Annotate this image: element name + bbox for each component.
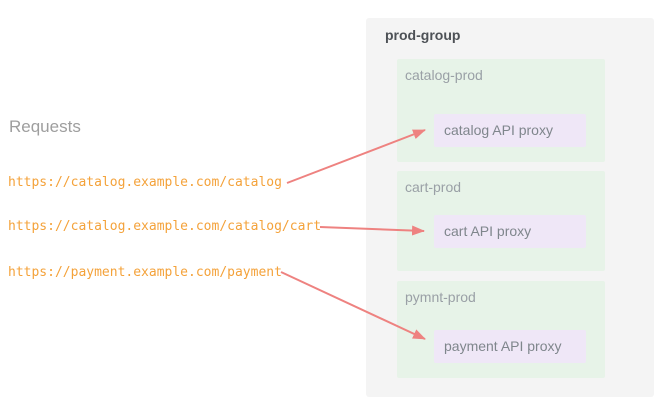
environment-box-pymnt-prod: pymnt-prod payment API proxy: [397, 281, 605, 378]
api-proxy-box-cart: cart API proxy: [434, 215, 586, 248]
environment-label: cart-prod: [405, 179, 462, 195]
request-url-catalog: https://catalog.example.com/catalog: [8, 175, 282, 190]
environment-group-title: prod-group: [385, 27, 461, 43]
requests-title: Requests: [9, 117, 81, 136]
environment-box-catalog-prod: catalog-prod catalog API proxy: [397, 59, 605, 162]
environment-label: pymnt-prod: [405, 289, 476, 305]
environment-label: catalog-prod: [405, 67, 483, 83]
environment-box-cart-prod: cart-prod cart API proxy: [397, 171, 605, 271]
request-url-payment: https://payment.example.com/payment: [8, 265, 282, 280]
api-proxy-box-payment: payment API proxy: [434, 330, 586, 363]
api-proxy-box-catalog: catalog API proxy: [434, 114, 586, 147]
environment-group-box: prod-group catalog-prod catalog API prox…: [366, 18, 654, 397]
request-url-catalog-cart: https://catalog.example.com/catalog/cart: [8, 219, 322, 234]
